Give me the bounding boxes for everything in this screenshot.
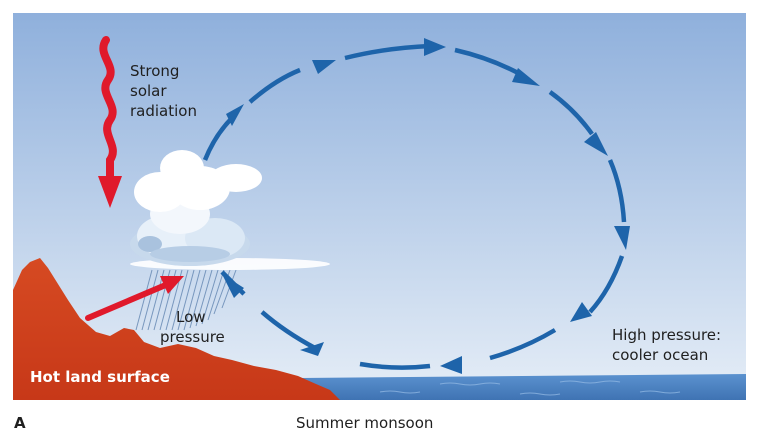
diagram-title: Summer monsoon: [296, 414, 434, 432]
solar-label-line3: radiation: [130, 102, 197, 120]
high-pressure-line2: cooler ocean: [612, 346, 709, 364]
storm-cloud: [130, 150, 330, 270]
panel-letter: A: [14, 414, 26, 432]
hot-land: [13, 258, 340, 400]
high-pressure-line1: High pressure:: [612, 326, 722, 344]
hot-land-label: Hot land surface: [30, 368, 170, 386]
circulation-loop: [202, 43, 627, 370]
rain: [135, 269, 237, 331]
ocean-waves: [379, 380, 681, 396]
solar-radiation-arrow: [98, 36, 122, 208]
circulation-arrowheads: [222, 38, 630, 374]
low-pressure-line1: Low: [176, 308, 206, 326]
ocean: [300, 374, 746, 400]
low-pressure-line2: pressure: [160, 328, 225, 346]
solar-label-line2: solar: [130, 82, 167, 100]
solar-label-line1: Strong: [130, 62, 180, 80]
warm-air-arrow: [85, 276, 184, 321]
